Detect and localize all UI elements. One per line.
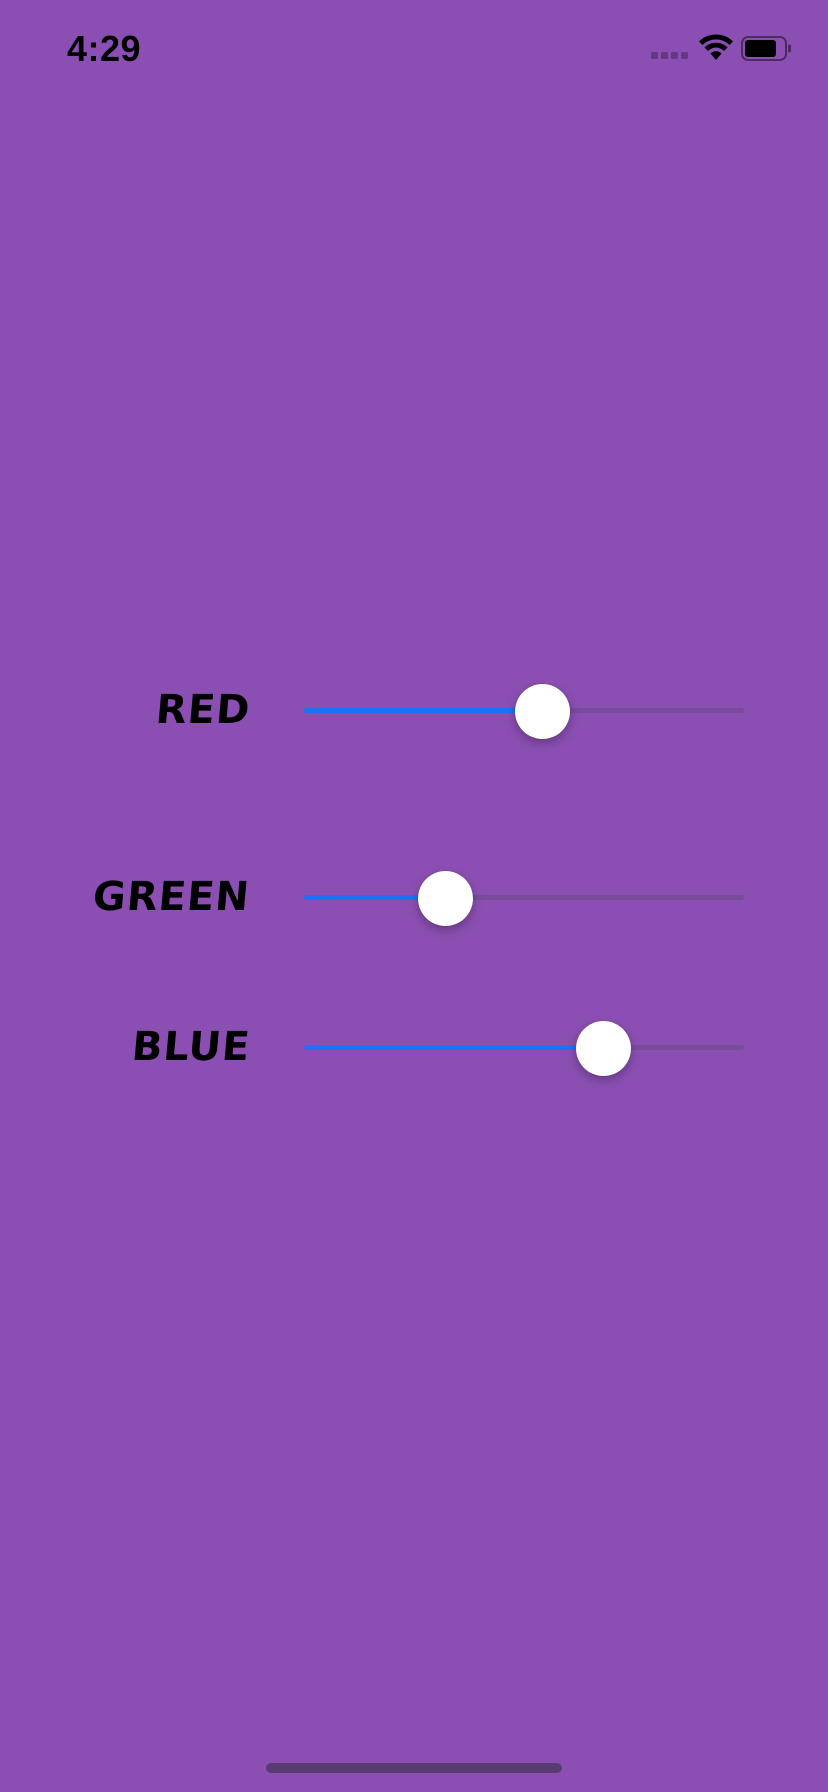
slider-thumb[interactable] <box>417 871 473 926</box>
slider-fill <box>304 1045 604 1050</box>
slider-track[interactable] <box>304 895 744 900</box>
green-label: GREEN <box>91 874 253 920</box>
blue-slider-row: BLUE <box>0 1018 828 1078</box>
green-slider[interactable] <box>304 868 744 928</box>
cellular-signal-icon <box>651 52 688 59</box>
blue-label: BLUE <box>129 1024 253 1070</box>
battery-icon <box>741 36 791 61</box>
slider-thumb[interactable] <box>576 1021 632 1076</box>
home-indicator <box>266 1763 562 1773</box>
wifi-icon <box>699 34 733 60</box>
status-time: 4:29 <box>67 28 142 69</box>
slider-fill <box>304 708 542 713</box>
red-slider[interactable] <box>304 681 744 741</box>
status-bar: 4:29 <box>0 0 828 100</box>
slider-fill <box>304 895 445 900</box>
slider-thumb[interactable] <box>514 684 570 739</box>
green-slider-row: GREEN <box>0 868 828 928</box>
blue-slider[interactable] <box>304 1018 744 1078</box>
red-label: RED <box>153 687 253 733</box>
red-slider-row: RED <box>0 681 828 741</box>
